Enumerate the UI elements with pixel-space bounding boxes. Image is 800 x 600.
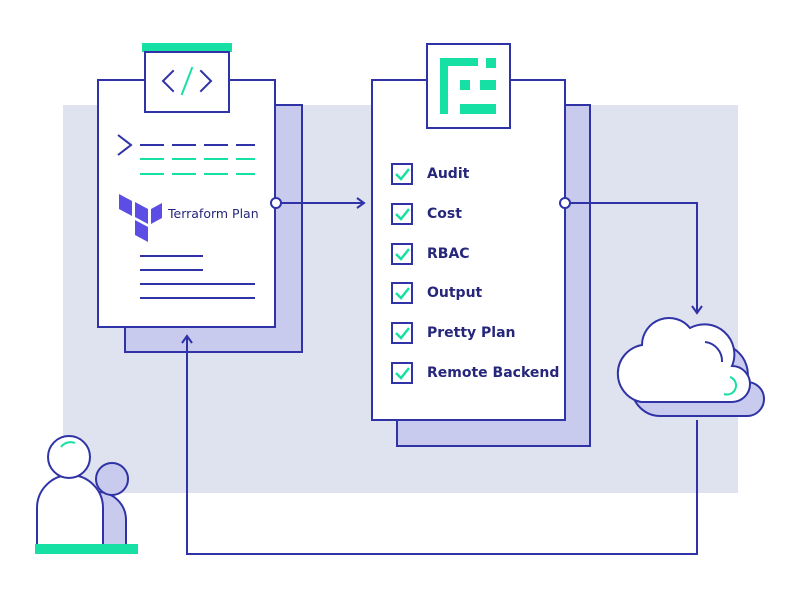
layout-icon [440, 58, 496, 114]
checkbox-rbac [391, 243, 413, 265]
checkmark-icon [395, 168, 410, 181]
checkmark-icon [395, 248, 410, 261]
check-label: Remote Backend [427, 365, 560, 381]
checkbox-remote-backend [391, 362, 413, 384]
checkbox-audit [391, 163, 413, 185]
users-icon [35, 435, 138, 554]
check-label: RBAC [427, 246, 470, 262]
arrow-head-icon [356, 197, 366, 209]
prompt-chevron-icon [117, 134, 133, 156]
checkmark-icon [395, 367, 410, 380]
code-icon [161, 66, 213, 96]
check-label: Cost [427, 206, 462, 222]
arrow-checks-to-cloud [571, 202, 698, 313]
arrow-cloud-to-plan [186, 336, 698, 555]
connectors [181, 197, 703, 555]
terraform-logo-icon [119, 194, 162, 242]
policy-document [371, 43, 591, 447]
checkbox-list [391, 163, 413, 384]
terraform-plan-label: Terraform Plan [168, 206, 259, 221]
plan-document [97, 43, 303, 353]
checkbox-output [391, 282, 413, 304]
checkmark-icon [395, 327, 410, 340]
connector-dot [559, 197, 571, 209]
cloud-icon [616, 316, 765, 418]
check-label: Output [427, 285, 483, 301]
code-tab-bar [142, 43, 232, 52]
checkbox-cost [391, 203, 413, 225]
checkmark-icon [395, 287, 410, 300]
checkbox-pretty-plan [391, 322, 413, 344]
arrow-head-icon [691, 305, 703, 315]
document-lines [140, 255, 255, 299]
connector-dot [270, 197, 282, 209]
check-label: Pretty Plan [427, 325, 516, 341]
check-label: Audit [427, 166, 470, 182]
arrow-head-icon [181, 334, 193, 344]
checkmark-icon [395, 208, 410, 221]
terminal-lines [117, 134, 255, 175]
